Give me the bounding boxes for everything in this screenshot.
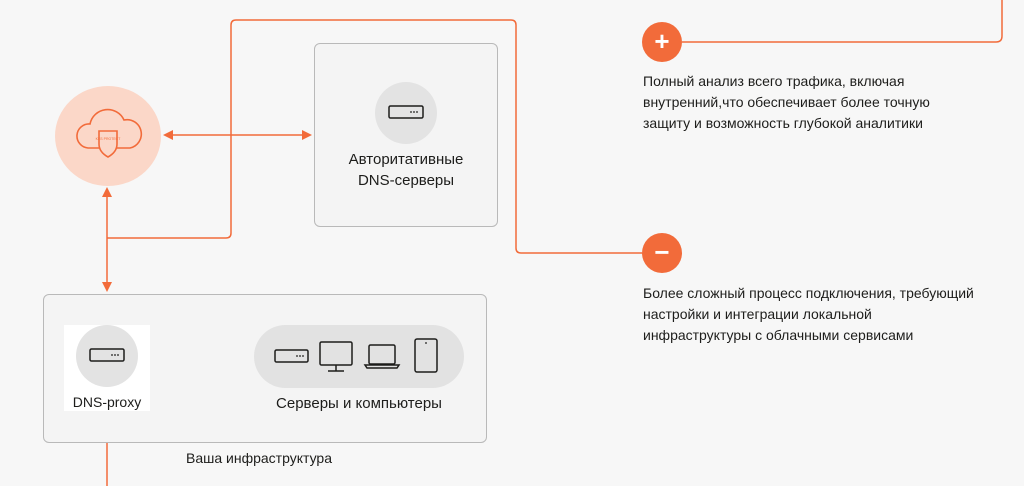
cons-line: Более сложный процесс подключения, требу… bbox=[643, 285, 974, 301]
devices-icons bbox=[274, 338, 438, 373]
server-icon bbox=[89, 348, 125, 362]
pros-line: защиту и возможность глубокой аналитики bbox=[643, 115, 923, 131]
infrastructure-caption: Ваша инфраструктура bbox=[186, 450, 332, 466]
auth-dns-label-line2: DNS-серверы bbox=[357, 172, 455, 189]
dns-proxy-card: DNS-proxy bbox=[64, 325, 150, 411]
pros-description: Полный анализ всего трафика, включая вну… bbox=[643, 71, 1013, 134]
cloud-shield-icon: KES PROTECT bbox=[76, 108, 143, 158]
pros-line: внутренний,что обеспечивает более точную bbox=[643, 94, 930, 110]
tablet-icon bbox=[414, 338, 438, 373]
server-icon bbox=[388, 105, 424, 119]
devices-group: Серверы и компьютеры bbox=[254, 325, 464, 412]
plus-badge-icon: + bbox=[642, 22, 682, 62]
auth-dns-label: Авторитативные DNS-серверы bbox=[315, 149, 497, 191]
dns-proxy-icon-circle bbox=[76, 325, 138, 387]
cons-line: настройки и интеграции локальной bbox=[643, 306, 872, 322]
cons-description: Более сложный процесс подключения, требу… bbox=[643, 283, 1013, 346]
auth-dns-icon-circle bbox=[375, 82, 437, 144]
cloud-badge-text: KES PROTECT bbox=[96, 137, 122, 141]
traffic-loop-line bbox=[107, 19, 642, 254]
auth-dns-label-line1: Авторитативные bbox=[348, 151, 464, 168]
cloud-service-node: KES PROTECT bbox=[55, 86, 161, 186]
minus-badge-icon: − bbox=[642, 233, 682, 273]
laptop-icon bbox=[363, 344, 401, 369]
server-icon bbox=[274, 349, 309, 363]
monitor-icon bbox=[319, 341, 353, 372]
dns-proxy-label: DNS-proxy bbox=[72, 394, 142, 410]
cons-line: инфраструктуры с облачными сервисами bbox=[643, 327, 914, 343]
pros-line: Полный анализ всего трафика, включая bbox=[643, 73, 905, 89]
devices-label: Серверы и компьютеры bbox=[276, 395, 442, 412]
authoritative-dns-box: Авторитативные DNS-серверы bbox=[314, 43, 498, 227]
pros-connector-line bbox=[682, 0, 1003, 43]
